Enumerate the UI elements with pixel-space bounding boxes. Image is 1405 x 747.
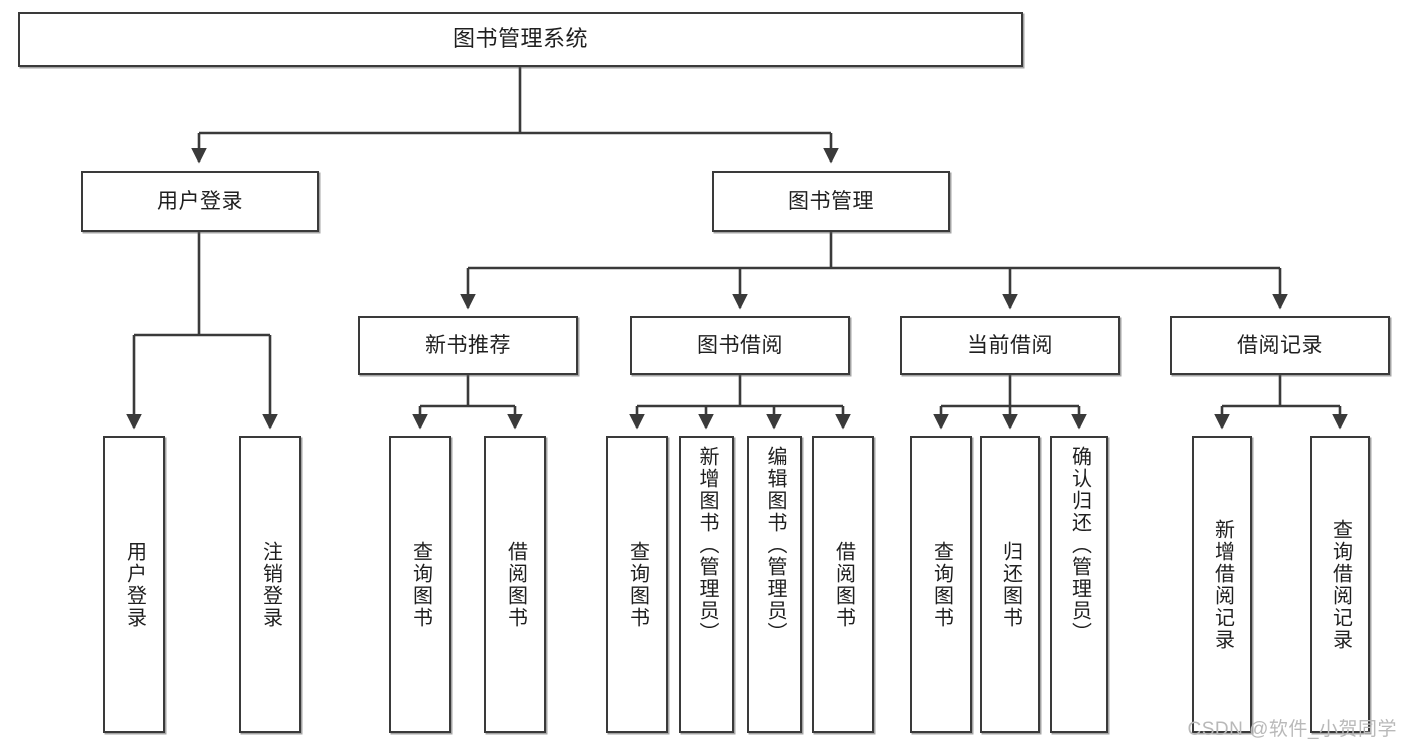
node-label: 确认归还（管理员） [1068, 446, 1091, 644]
leaf-current-borrow-return[interactable]: 归还图书 [980, 436, 1040, 733]
node-root-system[interactable]: 图书管理系统 [18, 12, 1023, 67]
node-label: 图书管理 [788, 189, 874, 213]
node-borrow-record[interactable]: 借阅记录 [1170, 316, 1390, 375]
node-user-login[interactable]: 用户登录 [81, 171, 319, 232]
node-label: 借阅图书 [504, 540, 527, 629]
node-label: 借阅记录 [1237, 333, 1323, 357]
node-book-borrow[interactable]: 图书借阅 [630, 316, 850, 375]
node-book-management[interactable]: 图书管理 [712, 171, 950, 232]
leaf-borrow-record-query[interactable]: 查询借阅记录 [1310, 436, 1370, 733]
node-label: 用户登录 [123, 540, 146, 629]
node-label: 用户登录 [157, 189, 243, 213]
leaf-user-login-login[interactable]: 用户登录 [103, 436, 165, 733]
node-label: 查询借阅记录 [1329, 518, 1352, 651]
leaf-book-borrow-borrow[interactable]: 借阅图书 [812, 436, 874, 733]
node-label: 查询图书 [409, 540, 432, 629]
leaf-current-borrow-confirm-return[interactable]: 确认归还（管理员） [1050, 436, 1108, 733]
leaf-book-borrow-add[interactable]: 新增图书（管理员） [679, 436, 734, 733]
node-label: 图书借阅 [697, 333, 783, 357]
node-label: 借阅图书 [832, 540, 855, 629]
leaf-borrow-record-add[interactable]: 新增借阅记录 [1192, 436, 1252, 733]
node-label: 当前借阅 [967, 333, 1053, 357]
leaf-current-borrow-query[interactable]: 查询图书 [910, 436, 972, 733]
node-label: 图书管理系统 [452, 26, 588, 52]
leaf-book-borrow-edit[interactable]: 编辑图书（管理员） [747, 436, 802, 733]
node-label: 新书推荐 [425, 333, 511, 357]
node-label: 查询图书 [930, 540, 953, 629]
node-label: 编辑图书（管理员） [764, 446, 786, 644]
node-new-book-recommend[interactable]: 新书推荐 [358, 316, 578, 375]
node-label: 注销登录 [259, 540, 282, 629]
leaf-book-borrow-query[interactable]: 查询图书 [606, 436, 668, 733]
node-label: 查询图书 [626, 540, 649, 629]
node-label: 新增借阅记录 [1211, 518, 1234, 651]
leaf-user-login-logout[interactable]: 注销登录 [239, 436, 301, 733]
leaf-new-book-borrow[interactable]: 借阅图书 [484, 436, 546, 733]
leaf-new-book-query[interactable]: 查询图书 [389, 436, 451, 733]
node-label: 归还图书 [999, 540, 1022, 629]
node-current-borrow[interactable]: 当前借阅 [900, 316, 1120, 375]
node-label: 新增图书（管理员） [696, 446, 718, 644]
